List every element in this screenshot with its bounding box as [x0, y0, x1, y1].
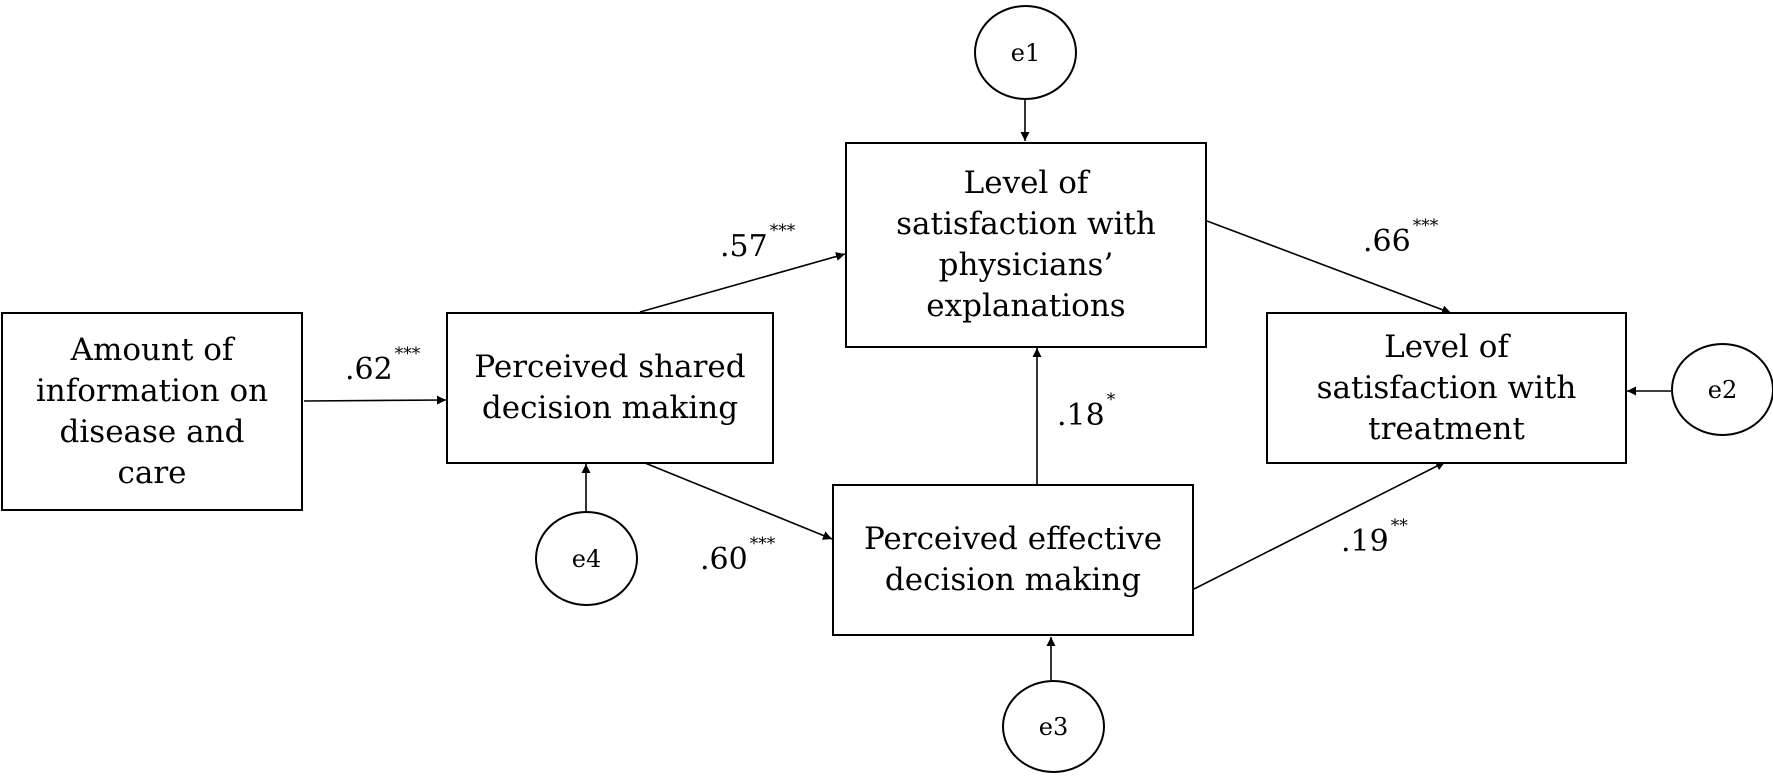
error-e2-label: e2 [1707, 375, 1738, 404]
node-satisfaction-explanations-label: Level of satisfaction with physicians’ e… [896, 165, 1156, 324]
error-e3: e3 [1002, 680, 1105, 773]
node-information: Amount of information on disease and car… [1, 312, 303, 511]
coef-info-shared: .62*** [345, 344, 420, 387]
coef-info-shared-value: .62 [345, 352, 393, 387]
coef-shared-effective-value: .60 [700, 542, 748, 577]
coef-shared-effective: .60*** [700, 534, 775, 577]
error-e2: e2 [1671, 343, 1773, 436]
node-satisfaction-treatment-label: Level of satisfaction with treatment [1316, 328, 1577, 447]
coef-effective-treatment-sig: ** [1390, 516, 1408, 536]
coef-effective-explain-value: .18 [1057, 398, 1105, 433]
error-e1: e1 [974, 5, 1077, 100]
coef-shared-explain-value: .57 [720, 229, 768, 264]
coef-shared-explain: .57*** [720, 221, 795, 264]
error-e4: e4 [535, 511, 638, 606]
coef-shared-explain-sig: *** [769, 221, 796, 241]
error-e3-label: e3 [1038, 712, 1069, 741]
node-satisfaction-treatment: Level of satisfaction with treatment [1266, 312, 1627, 464]
arrow-shared-to-explain [639, 252, 846, 313]
coef-explain-treatment-value: .66 [1363, 224, 1411, 259]
coef-effective-treatment: .19** [1341, 516, 1408, 559]
node-satisfaction-explanations: Level of satisfaction with physicians’ e… [845, 142, 1207, 348]
arrow-effective-to-treatment [1193, 461, 1446, 590]
node-shared-decision-label: Perceived shared decision making [474, 349, 746, 426]
coef-explain-treatment: .66*** [1363, 216, 1438, 259]
coef-effective-explain: .18* [1057, 390, 1115, 433]
node-information-label: Amount of information on disease and car… [35, 331, 269, 491]
arrow-info-to-shared [303, 395, 447, 405]
coef-explain-treatment-sig: *** [1412, 216, 1439, 236]
coef-effective-explain-sig: * [1106, 390, 1116, 410]
node-effective-decision-label: Perceived effective decision making [863, 521, 1163, 598]
coef-effective-treatment-value: .19 [1341, 524, 1389, 559]
error-e1-label: e1 [1010, 38, 1041, 67]
arrow-shared-to-effective [644, 462, 833, 540]
error-e4-label: e4 [571, 544, 602, 573]
node-shared-decision: Perceived shared decision making [446, 312, 774, 464]
coef-info-shared-sig: *** [394, 344, 421, 364]
node-effective-decision: Perceived effective decision making [832, 484, 1194, 636]
coef-shared-effective-sig: *** [749, 534, 776, 554]
arrow-explain-to-treatment [1206, 220, 1452, 315]
